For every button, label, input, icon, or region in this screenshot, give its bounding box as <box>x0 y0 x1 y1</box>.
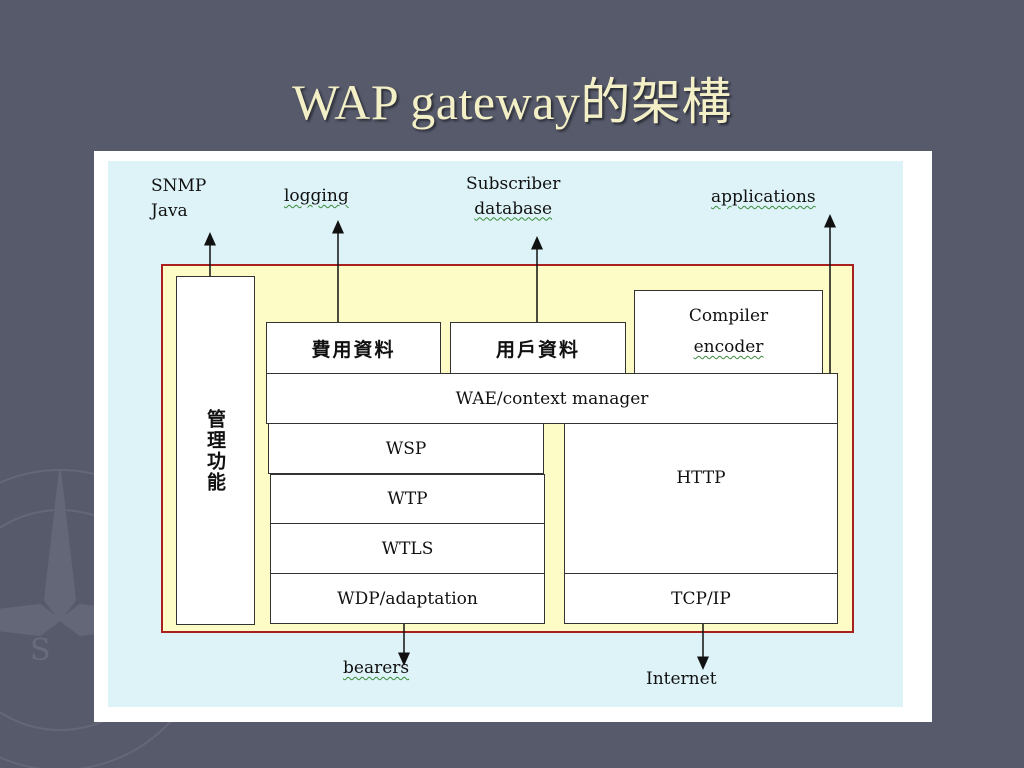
snmp-java-label: SNMP Java <box>151 174 206 223</box>
tcpip-box: TCP/IP <box>564 573 838 624</box>
wdp-label: WDP/adaptation <box>337 588 478 609</box>
wsp-box: WSP <box>268 423 544 474</box>
http-label: HTTP <box>676 468 726 488</box>
svg-text:S: S <box>30 633 51 668</box>
wtls-label: WTLS <box>381 538 434 559</box>
wtp-box: WTP <box>270 474 545 524</box>
subscriber-database-label: Subscriber database <box>466 172 560 221</box>
management-box: 管理功能 <box>176 276 255 625</box>
java-text: Java <box>151 200 188 221</box>
billing-data-box: 費用資料 <box>266 322 441 374</box>
slide-title: WAP gateway的架構 <box>292 74 732 130</box>
applications-label: applications <box>711 187 816 207</box>
logging-label: logging <box>284 186 349 206</box>
wae-context-manager-box: WAE/context manager <box>266 373 838 424</box>
management-label: 管理功能 <box>204 408 226 493</box>
wtp-label: WTP <box>387 489 428 509</box>
database-text: database <box>474 198 553 219</box>
wdp-adaptation-box: WDP/adaptation <box>270 573 545 624</box>
user-data-label: 用戶資料 <box>495 338 580 361</box>
wae-label: WAE/context manager <box>455 388 649 409</box>
encoder-label: encoder <box>693 337 764 357</box>
snmp-text: SNMP <box>151 176 207 196</box>
compiler-encoder-box: Compiler encoder <box>634 290 823 374</box>
internet-label: Internet <box>646 669 717 689</box>
subscriber-text: Subscriber <box>466 174 561 194</box>
http-box: HTTP <box>564 423 838 574</box>
compiler-label: Compiler <box>688 306 769 327</box>
billing-data-label: 費用資料 <box>311 338 396 361</box>
wtls-box: WTLS <box>270 523 545 574</box>
user-data-box: 用戶資料 <box>450 322 626 374</box>
bearers-label: bearers <box>343 658 410 678</box>
tcpip-label: TCP/IP <box>671 588 731 609</box>
wsp-label: WSP <box>385 438 427 459</box>
